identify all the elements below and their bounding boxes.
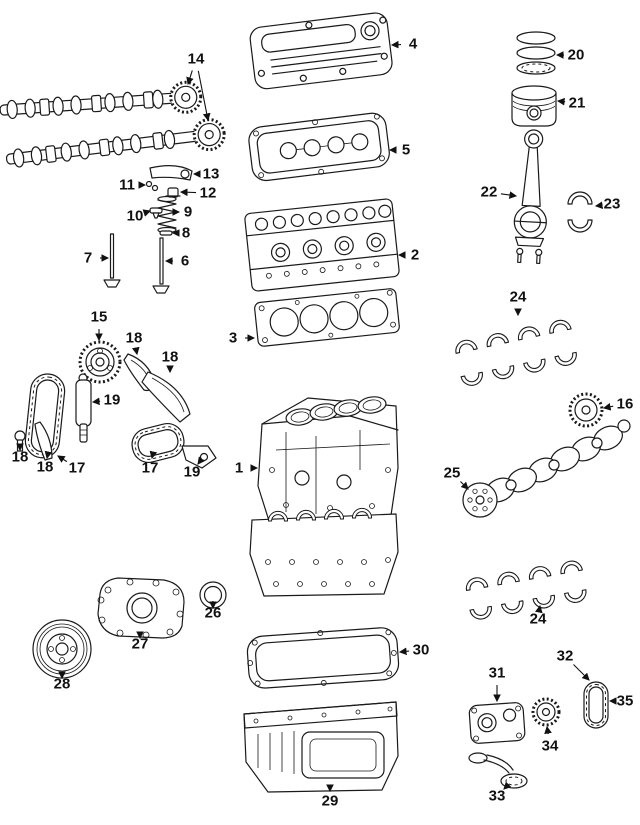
crankshaft-pulley — [32, 619, 92, 679]
callout-arrow — [503, 781, 512, 790]
guide-rail-left — [34, 421, 53, 461]
front-timing-cover — [97, 577, 185, 639]
head-gasket — [254, 288, 400, 347]
callout-label-18: 18 — [161, 348, 179, 366]
callout-arrow — [131, 346, 140, 356]
callout-label-3: 3 — [228, 329, 238, 347]
callout-label-12: 12 — [199, 184, 217, 202]
engine-block-bedplate — [249, 507, 399, 597]
callout-label-14: 14 — [187, 50, 205, 68]
callout-label-10: 10 — [126, 207, 144, 225]
callout-label-19: 19 — [103, 391, 121, 409]
callout-label-26: 26 — [204, 604, 222, 622]
callout-label-28: 28 — [53, 675, 71, 693]
oil-pan — [243, 701, 399, 793]
callout-label-33: 33 — [488, 787, 506, 805]
callout-label-34: 34 — [541, 737, 559, 755]
callout-label-6: 6 — [180, 252, 190, 270]
callout-arrow — [91, 397, 101, 406]
callout-label-23: 23 — [603, 195, 621, 213]
callout-label-20: 20 — [567, 46, 585, 64]
valve-keepers — [145, 180, 159, 192]
callout-label-30: 30 — [412, 641, 430, 659]
engine-block — [257, 396, 399, 525]
callout-label-19: 19 — [183, 463, 201, 481]
callout-label-11: 11 — [119, 176, 135, 194]
callout-label-29: 29 — [321, 792, 339, 810]
callout-arrow — [544, 725, 552, 735]
callout-label-16: 16 — [616, 395, 634, 413]
callout-arrow — [186, 70, 194, 86]
callout-label-17: 17 — [141, 459, 159, 477]
camshaft-lower — [5, 118, 226, 168]
oil-pan-gasket — [246, 627, 400, 689]
callout-label-35: 35 — [616, 692, 634, 710]
crankshaft — [462, 419, 631, 518]
valve-cover-gasket — [248, 112, 390, 182]
callout-label-32: 32 — [556, 647, 574, 665]
camshaft-upper — [0, 80, 203, 120]
piston — [511, 85, 557, 127]
callout-label-4: 4 — [408, 35, 418, 53]
callout-label-31: 31 — [488, 664, 506, 682]
oil-pump — [468, 702, 526, 744]
chain-tensioner — [75, 373, 92, 443]
callout-arrow — [556, 97, 566, 106]
valve-cover — [249, 12, 393, 90]
oil-pump-sprocket — [531, 697, 561, 727]
callout-arrow — [573, 664, 590, 681]
callout-label-17: 17 — [68, 459, 86, 477]
callout-label-8: 8 — [181, 224, 191, 242]
piston-rings — [516, 31, 556, 75]
connecting-rod — [513, 129, 547, 265]
callout-label-9: 9 — [183, 203, 193, 221]
valve-intake — [103, 233, 121, 288]
callout-label-27: 27 — [131, 635, 149, 653]
finger-follower — [149, 165, 193, 181]
callout-arrow — [500, 191, 518, 199]
callout-arrow — [197, 456, 206, 465]
callout-arrow — [142, 209, 152, 217]
valve-exhaust — [152, 237, 170, 294]
callout-arrow — [44, 450, 53, 460]
callout-label-24: 24 — [529, 610, 547, 628]
callout-label-24: 24 — [509, 288, 527, 306]
callout-label-18: 18 — [125, 329, 143, 347]
callout-label-21: 21 — [568, 94, 586, 112]
crankshaft-sprocket — [568, 392, 604, 428]
timing-chain-right — [131, 423, 185, 463]
callout-arrow — [460, 481, 469, 490]
callout-arrow — [179, 188, 197, 197]
callout-label-15: 15 — [90, 308, 108, 326]
callout-arrow — [398, 647, 410, 656]
oil-pump-chain — [583, 681, 609, 729]
callout-label-13: 13 — [202, 165, 220, 183]
callout-arrow — [197, 70, 211, 122]
callout-label-22: 22 — [480, 183, 498, 201]
callout-label-18: 18 — [36, 458, 54, 476]
vvt-sprocket — [78, 340, 122, 384]
cylinder-head — [244, 198, 400, 292]
callout-label-7: 7 — [83, 249, 93, 267]
callout-label-18: 18 — [11, 448, 29, 466]
callout-label-1: 1 — [234, 459, 244, 477]
callout-label-5: 5 — [401, 141, 411, 159]
tensioner-rail — [141, 371, 191, 423]
callout-arrow — [594, 201, 604, 210]
callout-arrow — [57, 455, 68, 463]
callout-label-2: 2 — [410, 246, 420, 264]
callout-arrow — [602, 402, 614, 411]
callout-label-25: 25 — [443, 464, 461, 482]
